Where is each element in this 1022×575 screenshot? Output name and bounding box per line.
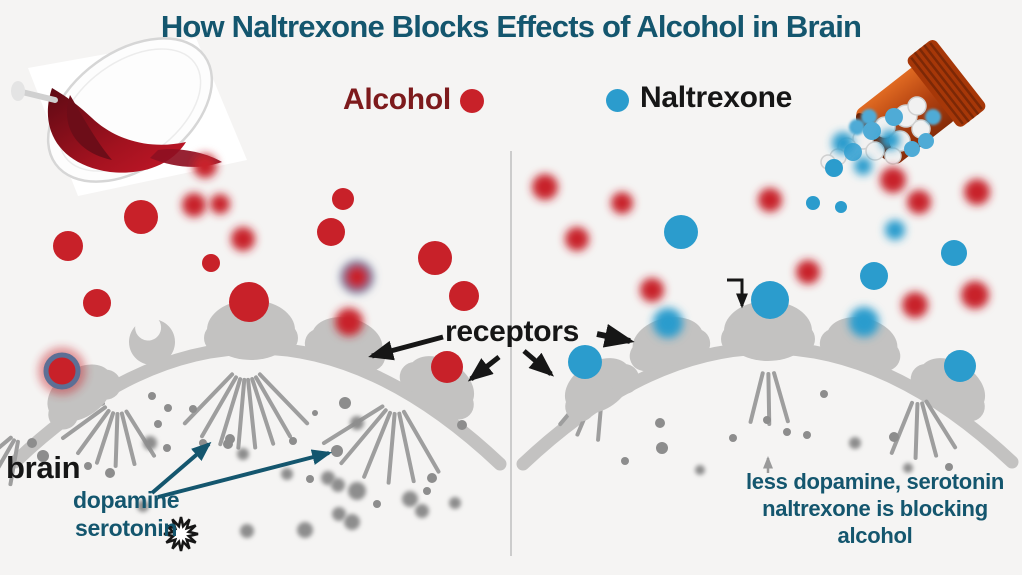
neurotransmitter-dots: [27, 390, 953, 538]
naltrexone-dot-icon: [606, 89, 629, 112]
page-title: How Naltrexone Blocks Effects of Alcohol…: [160, 9, 862, 44]
caption-line: alcohol: [837, 523, 913, 548]
annotation-arrows: [150, 278, 773, 499]
naltrexone-molecules: [664, 130, 967, 290]
wine-glass-image: [11, 37, 247, 196]
legend-naltrexone-label: Naltrexone: [640, 81, 793, 114]
pill-bottle-image: [820, 40, 986, 170]
dopamine-label: dopamine: [73, 487, 180, 513]
receptors: [47, 300, 986, 430]
alcohol-dot-icon: [460, 89, 484, 113]
serotonin-label: serotonin: [75, 515, 178, 541]
alcohol-molecules: [53, 154, 990, 318]
burst-icon: [163, 516, 199, 552]
receptors-label: receptors: [445, 315, 580, 348]
caption-line: less dopamine, serotonin: [745, 469, 1005, 494]
caption-line: naltrexone is blocking: [762, 496, 988, 521]
brain-label: brain: [6, 450, 81, 485]
right-caption: less dopamine, serotonin naltrexone is b…: [727, 468, 1022, 549]
diagram-layers: [0, 130, 1019, 556]
receptor-bound-molecules: [38, 281, 976, 395]
legend-alcohol-label: Alcohol: [343, 83, 451, 116]
